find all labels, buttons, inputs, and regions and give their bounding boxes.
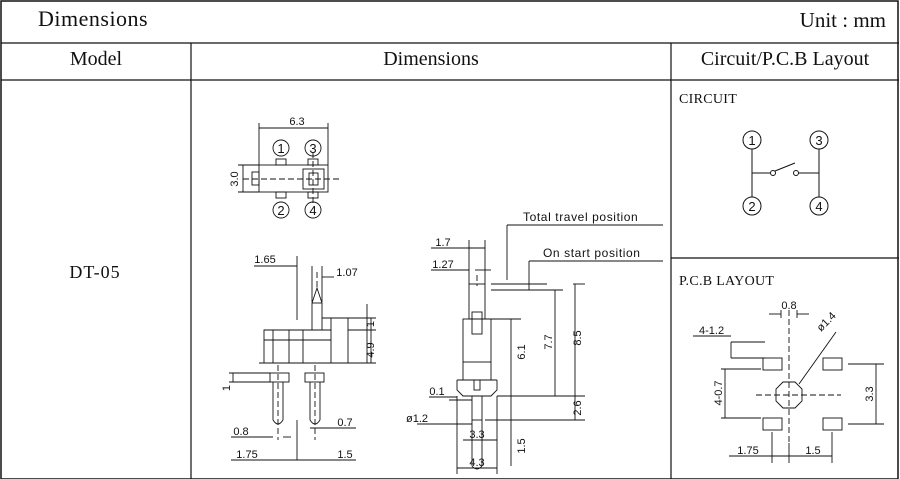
front-view-dim-1-07: 1.07 (336, 267, 357, 279)
label-total-travel: Total travel position (523, 210, 638, 224)
pcb-dim-pitch: 0.8 (781, 300, 796, 312)
circuit-pin-4: 4 (815, 199, 822, 214)
side-view-dim-1-5: 1.5 (516, 438, 528, 453)
pcb-dim-pad-width: 4-0.7 (713, 380, 725, 405)
top-view-pin-1: 1 (277, 141, 284, 156)
pcb-layout-drawing: 0.8 ø1.4 4-1.2 4-0.7 3.3 1.75 1.5 (693, 300, 884, 463)
side-view-dim-4-3: 4.3 (469, 457, 484, 469)
side-view-dim-1-27: 1.27 (432, 259, 453, 271)
circuit-pin-2: 2 (748, 199, 755, 214)
front-view-dim-1-65: 1.65 (254, 254, 275, 266)
side-view-dim-2-6: 2.6 (572, 400, 584, 415)
model-value: DT-05 (69, 262, 121, 282)
section-title: Dimensions (38, 6, 149, 31)
front-view-dim-1-75: 1.75 (236, 449, 257, 461)
front-view-dim-0-8: 0.8 (233, 426, 248, 438)
pcb-dim-left-offset: 1.75 (737, 445, 758, 457)
circuit-pin-1: 1 (748, 133, 755, 148)
top-view-pin-3: 3 (309, 141, 316, 156)
pcb-dim-row-spacing: 3.3 (864, 386, 876, 401)
column-header-circuit-pcb: Circuit/P.C.B Layout (700, 48, 870, 70)
side-view-dim-3-3: 3.3 (469, 429, 484, 441)
top-view-pin-2: 2 (277, 203, 284, 218)
top-view-pin-4: 4 (309, 203, 316, 218)
column-header-model: Model (69, 48, 123, 70)
front-view-dim-1-5: 1.5 (337, 449, 352, 461)
front-view-dim-4-9: 4.9 (365, 342, 377, 357)
top-view-dim-width: 6.3 (289, 116, 304, 128)
label-on-start: On start position (543, 246, 641, 260)
pcb-layout-label: P.C.B LAYOUT (679, 274, 775, 289)
unit-label: Unit : mm (799, 8, 886, 32)
pcb-dim-hole-diameter: ø1.4 (815, 310, 839, 334)
top-view-dim-height: 3.0 (229, 171, 241, 186)
side-view-dim-6-1: 6.1 (516, 344, 528, 359)
circuit-diagram: 1 2 3 4 (742, 130, 829, 216)
dimension-drawings: 6.3 3.0 1 2 3 4 1.65 1.07 1 4.9 1 0.8 0.… (221, 116, 663, 474)
pcb-dim-right-offset: 1.5 (805, 445, 820, 457)
front-view-dim-1-top: 1 (365, 321, 377, 327)
side-view-dim-1-7: 1.7 (435, 237, 450, 249)
front-view-dim-0-7: 0.7 (337, 417, 352, 429)
column-header-dimensions: Dimensions (383, 48, 479, 70)
side-view-dim-0-1: 0.1 (429, 386, 444, 398)
circuit-pin-3: 3 (815, 133, 822, 148)
pcb-dim-pad-length: 4-1.2 (699, 325, 724, 337)
circuit-label: CIRCUIT (679, 92, 738, 107)
front-view-dim-1-lead: 1 (221, 385, 233, 391)
side-view-dim-7-7: 7.7 (543, 334, 555, 349)
side-view-dim-8-5: 8.5 (572, 330, 584, 345)
side-view-dim-pin-diameter: ø1.2 (406, 413, 428, 425)
